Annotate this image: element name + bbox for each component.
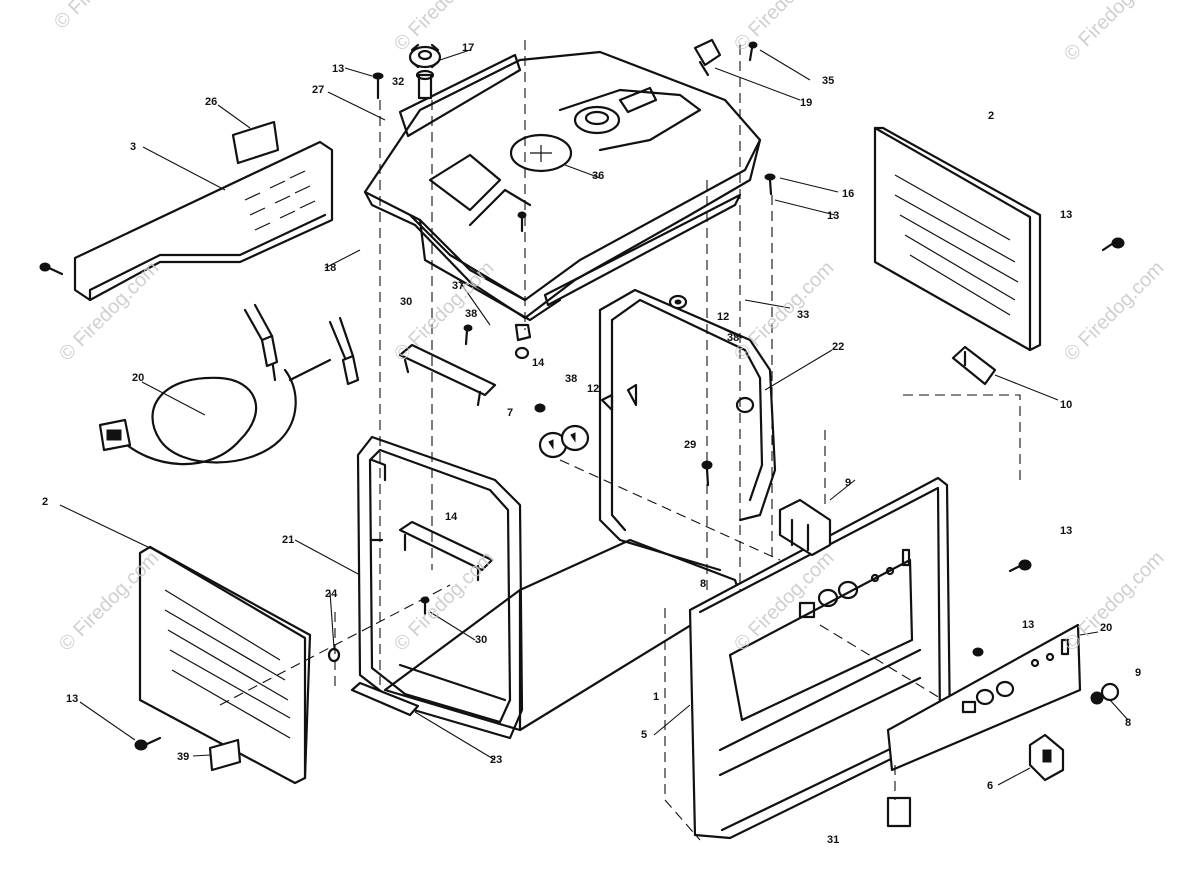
control-panel <box>688 476 952 840</box>
callout-33: 33 <box>797 309 809 321</box>
fuel-tank <box>363 50 762 322</box>
bolt <box>1101 237 1125 252</box>
receptacle <box>534 403 590 459</box>
callout-8: 8 <box>1125 717 1131 729</box>
bolt <box>134 736 162 751</box>
fuel-cap <box>408 43 442 100</box>
callout-20: 20 <box>1100 622 1112 634</box>
callout-19: 20 <box>132 372 144 384</box>
callout-30: 30 <box>475 634 487 646</box>
screw <box>1008 559 1032 573</box>
callout-13: 13 <box>332 63 344 75</box>
switch <box>951 345 997 386</box>
callout-15: 16 <box>842 188 854 200</box>
callout-9: 9 <box>1135 667 1141 679</box>
callout-21: 21 <box>282 534 294 546</box>
mount-bracket <box>350 681 420 717</box>
callout-36: 36 <box>592 170 604 182</box>
screw <box>972 647 984 657</box>
callout-14: 14 <box>532 357 545 369</box>
callout-18: 19 <box>800 97 812 109</box>
terminal-block <box>778 498 832 557</box>
grommet <box>327 647 341 663</box>
callout-38: 38 <box>565 373 577 385</box>
callout-13: 13 <box>827 210 839 222</box>
callout-16: 17 <box>462 42 474 54</box>
face-plate <box>886 623 1082 772</box>
callout-13: 13 <box>1060 525 1072 537</box>
grommet <box>668 294 688 310</box>
callout-31: 31 <box>827 834 839 846</box>
screw <box>764 173 776 196</box>
callout-labels: 17 13 32 27 26 3 35 19 2 16 13 13 36 18 … <box>42 42 1141 846</box>
callout-1: 1 <box>653 691 659 703</box>
decal <box>231 120 280 165</box>
callout-38: 38 <box>727 332 739 344</box>
circuit-breaker <box>1028 733 1065 782</box>
callout-14: 14 <box>445 511 458 523</box>
callout-3: 3 <box>130 141 136 153</box>
callout-7: 7 <box>507 407 513 419</box>
alignment-lines <box>219 40 1021 841</box>
leader-lines <box>59 49 1129 786</box>
callout-38: 38 <box>465 308 477 320</box>
callout-27: 27 <box>312 84 324 96</box>
side-panel-left <box>138 545 312 785</box>
callout-23: 23 <box>490 754 502 766</box>
callout-37: 37 <box>452 280 464 292</box>
callout-24: 24 <box>325 588 338 600</box>
side-panel-right <box>873 126 1042 352</box>
callout-26: 26 <box>205 96 217 108</box>
tank-gasket <box>398 53 522 138</box>
base-frame <box>383 538 742 732</box>
callout-10: 10 <box>1060 399 1072 411</box>
callout-2: 2 <box>42 496 48 508</box>
fuel-gauge <box>693 38 758 77</box>
battery-cable <box>98 303 360 466</box>
callout-29: 29 <box>684 439 696 451</box>
callout-6: 6 <box>987 780 993 792</box>
callout-22: 22 <box>832 341 844 353</box>
callout-12: 12 <box>717 311 729 323</box>
callout-32: 32 <box>392 76 404 88</box>
callout-5: 5 <box>641 729 647 741</box>
callout-2: 2 <box>988 110 994 122</box>
callout-30: 30 <box>400 296 412 308</box>
screw <box>517 211 527 233</box>
callout-13: 13 <box>1022 619 1034 631</box>
nut <box>514 323 532 360</box>
screw <box>463 324 473 346</box>
callout-12: 12 <box>587 383 599 395</box>
label <box>886 796 912 828</box>
decal <box>208 738 242 772</box>
callout-8: 8 <box>700 578 706 590</box>
screw <box>39 262 64 276</box>
callout-13: 13 <box>66 693 78 705</box>
handle-bracket-upper <box>398 343 497 407</box>
callout-9: 9 <box>845 477 851 489</box>
callout-35: 35 <box>822 75 834 87</box>
callout-13: 13 <box>1060 209 1072 221</box>
side-rail <box>73 140 334 302</box>
callout-39: 39 <box>177 751 189 763</box>
handle-bracket-lower <box>398 520 494 582</box>
knob <box>1090 682 1120 705</box>
callout-17: 18 <box>324 262 336 274</box>
bolt <box>372 72 384 100</box>
